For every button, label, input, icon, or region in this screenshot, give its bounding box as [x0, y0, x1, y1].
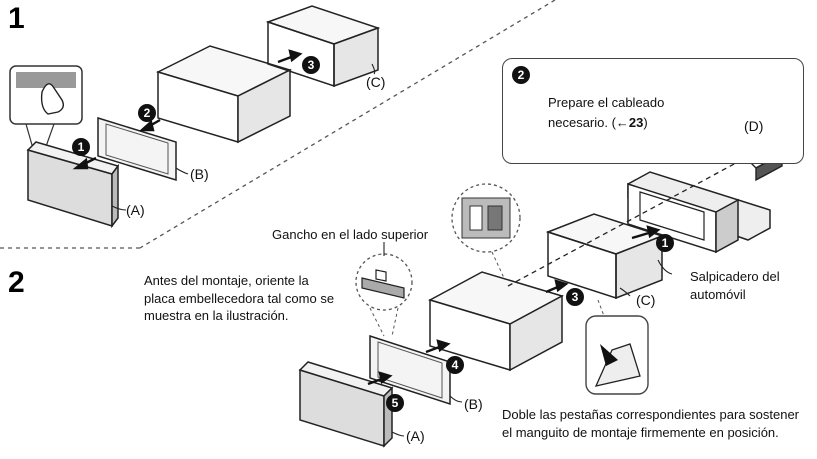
tab-bending-detail: [585, 299, 649, 395]
step2-marker-4: 4: [446, 356, 464, 374]
hand-pointer-icon: [40, 83, 65, 115]
callout-line-2-text: necesario. (: [548, 115, 616, 130]
step-number-1: 1: [8, 2, 25, 35]
label-b-step1: (B): [190, 166, 209, 182]
arrows-step1: [72, 49, 303, 170]
faceplate-a-step1: [26, 141, 120, 229]
callout-page-ref: 23: [628, 115, 644, 130]
bracket-detail: [451, 183, 521, 279]
trim-plate-b-step1: [97, 116, 177, 182]
callout-line-2: necesario. (←23): [548, 114, 648, 132]
car-dashboard: [627, 171, 771, 254]
callout-line-1: Prepare el cableado: [548, 95, 665, 110]
wiring-guide-line: [507, 149, 761, 287]
main-unit-step2: [428, 271, 564, 372]
wiring-callout-box: [502, 58, 804, 164]
step-divider-diagonal: [139, 0, 556, 249]
step1-marker-1: 1: [72, 138, 90, 156]
callout-line-2-close: ): [643, 115, 648, 130]
step2-marker-5: 5: [386, 394, 404, 412]
step1-marker-3: 3: [302, 56, 320, 74]
hook-note: Gancho en el lado superior: [272, 227, 429, 242]
label-c-step2: (C): [636, 292, 656, 308]
step2-marker-1: 1: [656, 234, 674, 252]
label-b-step2: (B): [464, 396, 483, 412]
callout-marker-2: 2: [512, 66, 530, 84]
trim-plate-b-step2: [369, 334, 451, 406]
dashboard-label: Salpicadero del automóvil: [690, 269, 780, 302]
left-arrow-icon: ←: [615, 115, 629, 130]
release-button-detail: [9, 65, 83, 153]
step1-marker-2: 2: [138, 104, 156, 122]
tabs-note: Doble las pestañas correspondientes para…: [502, 407, 800, 440]
label-c-step1: (C): [366, 74, 386, 90]
label-a-step2: (A): [406, 428, 425, 444]
mounting-sleeve-c-step1: [265, 5, 381, 88]
main-unit-step1: [155, 45, 293, 144]
step2-marker-3: 3: [566, 288, 584, 306]
hook-detail: [355, 253, 413, 337]
step-number-2: 2: [8, 266, 25, 299]
arrows-step2: [367, 225, 661, 386]
label-d: (D): [744, 118, 764, 134]
orientation-note: Antes del montaje, oriente la placa embe…: [144, 273, 335, 324]
label-a-step1: (A): [126, 202, 145, 218]
